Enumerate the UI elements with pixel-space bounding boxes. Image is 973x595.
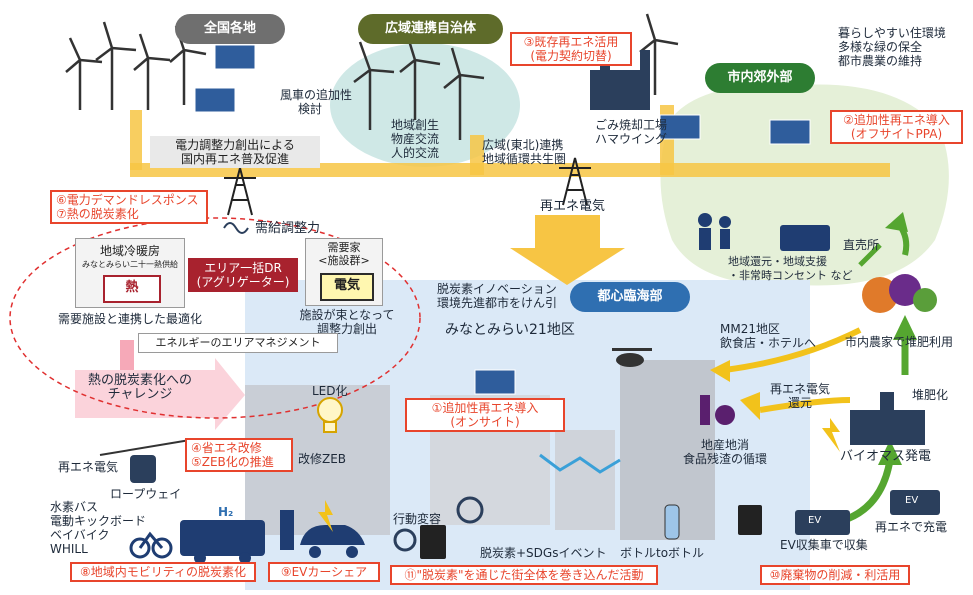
bus-suburb-icon xyxy=(780,225,830,251)
measure-8: ⑧地域内モビリティの脱炭素化 xyxy=(70,562,256,582)
return-arrow xyxy=(759,397,851,413)
bottle-icon xyxy=(664,504,680,540)
helicopter-icon xyxy=(612,348,652,367)
region-wide-area: 広域連携自治体 xyxy=(358,14,503,44)
led-bulb-icon xyxy=(317,397,343,433)
incinerator-icon xyxy=(590,50,650,110)
measure-11: ⑪"脱炭素"を通じた街全体を巻き込んだ活動 xyxy=(390,565,658,585)
lightning-icon xyxy=(318,418,840,532)
note-mm21-restaurants: MM21地区 飲食店・ホテルへ xyxy=(720,322,817,350)
note-wide-tohoku: 広域(東北)連携 地域循環共生圏 xyxy=(482,138,567,166)
measure-3: ③既存再エネ活用 (電力契約切替) xyxy=(510,32,632,66)
dr-dashed-ellipse xyxy=(9,217,421,419)
bicycle-icon xyxy=(129,531,173,559)
power-line-left xyxy=(130,110,142,170)
dr-district-sub-label: みなとみらい二十一熱供給 xyxy=(82,260,178,269)
power-line-horizontal xyxy=(130,163,890,177)
power-line-mid xyxy=(470,135,484,175)
note-h2: H₂ xyxy=(218,505,234,519)
building-small xyxy=(555,430,615,530)
dr-area-mgmt: エネルギーのエリアマネジメント xyxy=(138,333,338,353)
note-behavior-change: 行動変容 xyxy=(393,512,442,526)
windmill-icon xyxy=(65,13,679,140)
note-renewable-return: 再エネ電気 還元 xyxy=(769,382,830,410)
note-bottle: ボトルtoボトル xyxy=(620,546,705,560)
mm21-arrow xyxy=(724,327,862,373)
measure-1: ①追加性再エネ導入 (オンサイト) xyxy=(405,398,565,432)
measure-3-text: ③既存再エネ活用 (電力契約切替) xyxy=(523,35,619,63)
note-led: LED化 xyxy=(312,384,348,398)
vegetables-icon xyxy=(862,274,937,313)
note-incinerator: ごみ焼却工場 ハマウイング xyxy=(595,118,668,146)
note-composting: 堆肥化 xyxy=(912,388,949,402)
note-mobility-list: 水素バス 電動キックボード ベイバイク WHILL xyxy=(50,500,147,556)
solar-panel-icon xyxy=(194,44,811,395)
transmission-tower-icon xyxy=(224,157,591,216)
note-heat-challenge: 熱の脱炭素化への チャレンジ xyxy=(87,373,192,402)
note-biomass: バイオマス発電 xyxy=(840,449,932,464)
food-dish-icon xyxy=(700,395,735,425)
heat-challenge-arrow xyxy=(75,358,245,430)
badge-ev-1: EV xyxy=(808,515,822,526)
renewable-down-arrow xyxy=(510,215,625,285)
ropeway-icon xyxy=(99,439,191,483)
region-suburbs: 市内郊外部 xyxy=(705,63,815,93)
note-renewable-power: 再エネ電気 xyxy=(540,199,606,214)
ev-car-icon xyxy=(280,510,365,558)
measure-67: ⑥電力デマンドレスポンス ⑦熱の脱炭素化 xyxy=(50,190,208,224)
note-decarbon-city: 脱炭素イノベーション 環境先進都市をけん引 xyxy=(437,282,558,310)
note-supply-demand: 需給調整力 xyxy=(255,221,321,236)
note-ropeway: ロープウェイ xyxy=(110,487,182,501)
measure-67-text: ⑥電力デマンドレスポンス ⑦熱の脱炭素化 xyxy=(56,193,199,221)
ev-truck-icon xyxy=(795,490,940,535)
note-power-adjust: 電力調整力創出による 国内再エネ普及促進 xyxy=(150,136,320,168)
bunting-decoration xyxy=(539,453,621,474)
dr-electricity-box: 電気 xyxy=(320,273,374,301)
note-local-food: 地産地消 食品残渣の循環 xyxy=(682,438,767,466)
hydrogen-bus-icon xyxy=(180,520,265,564)
note-regional-exchange: 地域創生 物産交流 人的交流 xyxy=(390,118,439,160)
note-decarbon-sdgs: 脱炭素+SDGsイベント xyxy=(480,546,607,560)
measure-2-text: ②追加性再エネ導入 (オフサイトPPA) xyxy=(843,113,950,141)
note-direct-store: 直売所 xyxy=(843,238,880,252)
note-suburb-living: 暮らしやすい住環境 多様な緑の保全 都市農業の維持 xyxy=(838,26,946,68)
note-ev-collection: EV収集車で収集 xyxy=(780,538,868,552)
dr-district-heating-label: 地域冷暖房 xyxy=(99,244,160,258)
measure-10: ⑩廃棄物の削減・利活用 xyxy=(760,565,910,585)
note-windmill-add: 風車の追加性 検討 xyxy=(280,88,353,116)
dr-aggregator: エリア一括DR (アグリゲーター) xyxy=(188,258,298,292)
note-ropeway-power: 再エネ電気 xyxy=(58,460,119,474)
measure-1-text: ①追加性再エネ導入 (オンサイト) xyxy=(431,401,539,429)
badge-ev-2: EV xyxy=(905,495,919,506)
trash-bin-icon xyxy=(420,505,762,559)
dr-bundle-label: 施設が束となって 調整力創出 xyxy=(299,308,395,336)
people-icon xyxy=(698,213,731,250)
note-farm-fertilizer: 市内農家で堆肥利用 xyxy=(845,335,954,349)
note-minatomirai: みなとみらい21地区 xyxy=(445,322,575,338)
region-central-waterfront: 都心臨海部 xyxy=(570,282,690,312)
note-renovation-zeb: 改修ZEB xyxy=(298,452,347,466)
dr-heat-box: 熱 xyxy=(103,275,161,303)
dr-optimize-label: 需要施設と連携した最適化 xyxy=(58,312,203,326)
recycle-icon xyxy=(393,496,484,552)
measure-2: ②追加性再エネ導入 (オフサイトPPA) xyxy=(830,110,963,144)
note-local-support: 地域還元・地域支援 ・非常時コンセント など xyxy=(728,255,853,282)
wave-icon xyxy=(223,222,249,234)
measure-45: ④省エネ改修 ⑤ZEB化の推進 xyxy=(185,438,293,472)
note-renewable-charge: 再エネで充電 xyxy=(875,520,948,534)
region-nationwide: 全国各地 xyxy=(175,14,285,44)
measure-45-text: ④省エネ改修 ⑤ZEB化の推進 xyxy=(191,441,274,469)
measure-9: ⑨EVカーシェア xyxy=(268,562,380,582)
biomass-plant-icon xyxy=(850,392,925,445)
